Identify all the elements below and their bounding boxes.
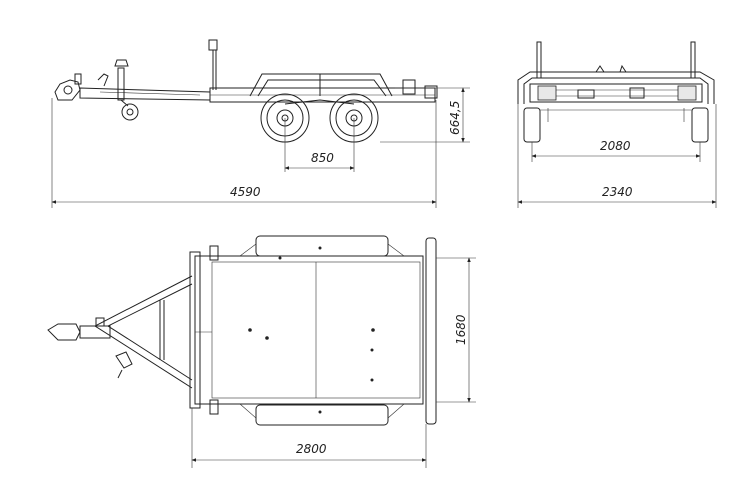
side-view xyxy=(54,39,438,143)
chassis-frame xyxy=(209,87,436,103)
rear-light xyxy=(402,79,416,95)
dim-axle-spacing: 850 xyxy=(284,118,355,172)
dim-overall-length: 4590 xyxy=(51,98,437,208)
front-tyre-right xyxy=(691,107,709,143)
top-view xyxy=(47,235,437,426)
front-platform xyxy=(529,83,703,103)
top-coupling xyxy=(47,317,111,341)
dim-overall-width: 2340 xyxy=(517,104,717,208)
jockey-wheel xyxy=(114,59,139,121)
dim-platform-length: 2800 xyxy=(191,408,427,468)
dim-platform-length-label: 2800 xyxy=(296,442,327,456)
fender-frame xyxy=(249,73,393,97)
drawbar xyxy=(79,87,211,101)
coupling-head xyxy=(54,73,82,101)
top-fender-upper xyxy=(255,235,389,257)
top-platform xyxy=(194,255,424,405)
dim-platform-width-label: 1680 xyxy=(454,314,468,345)
top-light-right xyxy=(209,399,219,415)
front-hub-right xyxy=(677,85,697,101)
dim-track-width: 2080 xyxy=(531,139,701,162)
top-fender-lower xyxy=(255,404,389,426)
dim-height-label: 664,5 xyxy=(448,101,462,135)
suspension xyxy=(284,99,355,105)
top-light-left xyxy=(209,245,219,261)
dim-height: 664,5 xyxy=(380,87,470,143)
support-leg xyxy=(208,39,218,90)
dim-overall-length-label: 4590 xyxy=(230,185,261,199)
hand-brake-lever xyxy=(97,73,109,87)
dim-overall-width-label: 2340 xyxy=(602,185,633,199)
top-jockey-wheel xyxy=(115,351,133,369)
dim-axle-spacing-label: 850 xyxy=(311,151,334,165)
front-pole-right xyxy=(690,41,696,79)
dim-platform-width: 1680 xyxy=(436,257,476,403)
front-pole-left xyxy=(536,41,542,79)
front-tyre-left xyxy=(523,107,541,143)
front-hub-left xyxy=(537,85,557,101)
top-rear-plate xyxy=(425,237,437,425)
dim-track-width-label: 2080 xyxy=(600,139,631,153)
front-view xyxy=(517,41,715,143)
